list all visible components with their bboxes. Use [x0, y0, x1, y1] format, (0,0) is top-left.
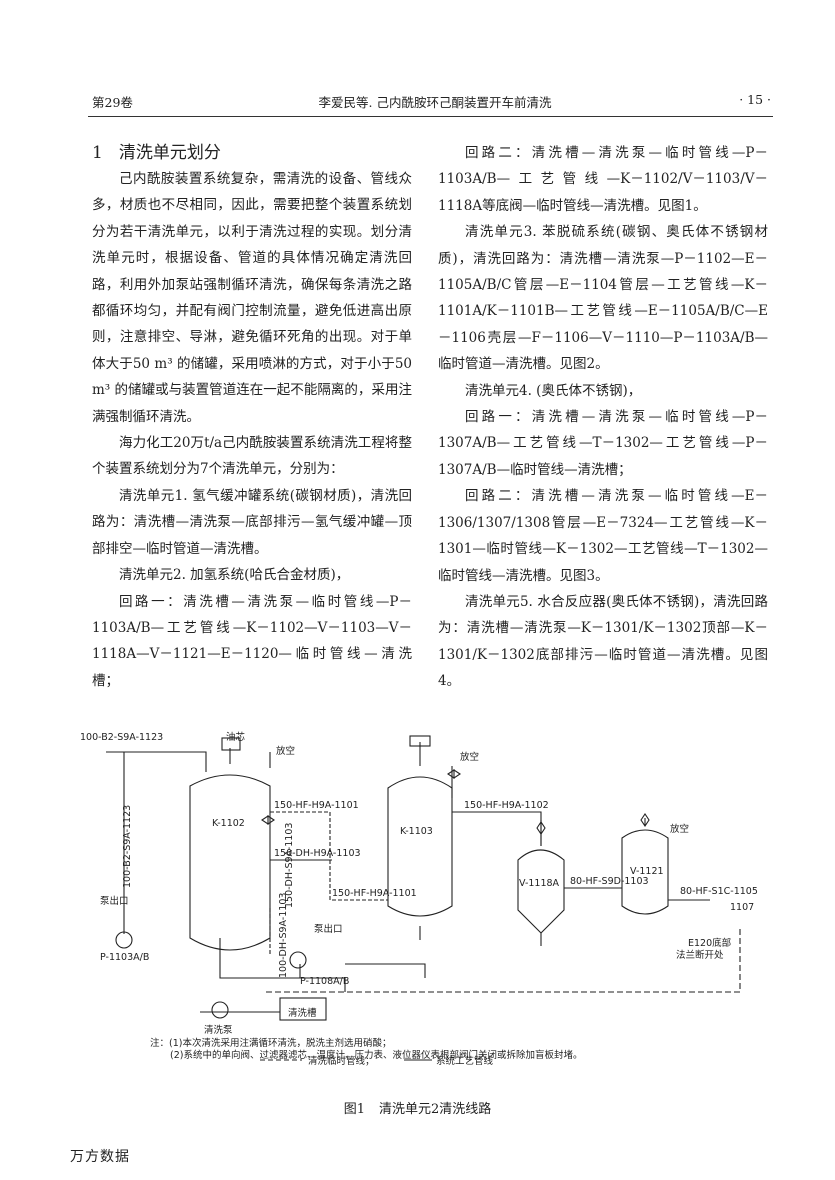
- label-pump-outlet: 泵出口: [314, 923, 343, 935]
- vent-label: 放空: [670, 823, 689, 835]
- section-title-text: 清洗单元划分: [118, 143, 221, 163]
- diagram-svg: 100-B2-S9A-1123 油芯 放空 放空 放空 K-1102 K-110…: [80, 731, 758, 1067]
- header-volume: 第29卷: [92, 95, 133, 110]
- footer-watermark: 万方数据: [70, 1149, 130, 1165]
- line-label: 80-HF-S1C-1105: [680, 886, 758, 897]
- figure-note: 注：(1)本次清洗采用注满循环清洗，脱洗主剂选用硝酸；: [150, 1037, 391, 1049]
- caption-text: 清洗单元2清洗线路: [379, 1102, 492, 1117]
- line-label: 1107: [730, 902, 754, 913]
- e120-label: E120底部: [688, 937, 731, 949]
- paragraph: 己内酰胺装置系统复杂，需清洗的设备、管线众多，材质也不尽相同，因此，需要把整个装…: [92, 171, 412, 425]
- figure-note: (2)系统中的单向阀、过滤器滤芯、温度计、压力表、液位器仪表根部阀门关闭或拆除加…: [170, 1049, 582, 1061]
- vessel-v1121: [621, 829, 669, 915]
- left-column: 1 清洗单元划分 己内酰胺装置系统复杂，需清洗的设备、管线众多，材质也不尽相同，因…: [92, 140, 412, 694]
- pump-label: P-1108A/B: [300, 976, 349, 987]
- paragraph: 回路一：清洗槽—清洗泵—临时管线—P－1307A/B—工艺管线—T－1302—工…: [438, 409, 768, 478]
- line-label: 150-HF-H9A-1102: [464, 800, 549, 811]
- vessel-label: K-1103: [400, 826, 433, 837]
- vent-label: 放空: [460, 751, 479, 763]
- paragraph: 清洗单元4. (奥氏体不锈钢)，: [465, 382, 642, 399]
- line-label: 100-DH-S9A-1103: [278, 893, 289, 978]
- label-oil-sample: 油芯: [226, 731, 246, 743]
- line-label: 80-HF-S9D-1103: [570, 876, 649, 887]
- legend-label: 系统工艺管线: [436, 1055, 494, 1067]
- vessel-k1102: [189, 774, 271, 951]
- vessel-label: V-1121: [630, 866, 664, 877]
- clean-tank-box: [279, 997, 327, 1021]
- e120-label: 法兰断开处: [676, 949, 724, 961]
- paragraph: 回路二：清洗槽—清洗泵—临时管线—P－1103A/B—工艺管线—K－1102/V…: [438, 145, 768, 214]
- vessel-label: K-1102: [212, 818, 245, 829]
- pump-icon: [211, 1001, 229, 1019]
- vessel-k1103: [387, 776, 453, 917]
- line-label: 150-DH-S9A-1103: [284, 823, 295, 908]
- line-label: 100-B2-S9A-1123: [80, 732, 163, 743]
- line-label: 150-HF-H9A-1101: [332, 888, 417, 899]
- caption-label: 图1: [343, 1102, 365, 1117]
- vessel-v1118a: [517, 849, 565, 934]
- paragraph: 清洗单元1. 氢气缓冲罐系统(碳钢材质)，清洗回路为：清洗槽—清洗泵—底部排污—…: [92, 487, 412, 557]
- clean-tank-label: 清洗槽: [288, 1007, 317, 1019]
- header-title: 李爱民等. 己内酰胺环己酮装置开车前清洗: [318, 95, 552, 110]
- line-label: 100-B2-S9A-1123: [122, 805, 133, 888]
- section-title: 1 清洗单元划分: [92, 140, 412, 166]
- line-label: 150-HF-H9A-1101: [274, 800, 359, 811]
- header-rule: [88, 116, 773, 117]
- paragraph: 清洗单元3. 苯脱硫系统(碳钢、奥氏体不锈钢材质)，清洗回路为：清洗槽—清洗泵—…: [438, 224, 768, 373]
- header-page-number: · 15 ·: [739, 92, 771, 107]
- paragraph: 清洗单元5. 水合反应器(奥氏体不锈钢)，清洗回路为：清洗槽—清洗泵—K－130…: [438, 593, 768, 690]
- clean-pump-label: 清洗泵: [204, 1024, 233, 1036]
- label-pump-outlet: 泵出口: [100, 895, 129, 907]
- right-column: 回路二：清洗槽—清洗泵—临时管线—P－1103A/B—工艺管线—K－1102/V…: [438, 140, 768, 695]
- paragraph: 清洗单元2. 加氢系统(哈氏合金材质)，: [119, 567, 350, 584]
- legend-label: 清洗临时管线；: [308, 1055, 375, 1067]
- figure-caption: 图1 清洗单元2清洗线路: [0, 1098, 835, 1117]
- process-flow-diagram: 100-B2-S9A-1123 油芯 放空 放空 放空 K-1102 K-110…: [70, 728, 770, 1068]
- paragraph: 海力化工20万t/a己内酰胺装置系统清洗工程将整个装置系统划分为7个清洗单元，分…: [92, 435, 412, 478]
- vent-label: 放空: [276, 745, 295, 757]
- line-label: 150-DH-H9A-1103: [274, 848, 361, 859]
- section-number: 1: [92, 143, 103, 163]
- pump-label: P-1103A/B: [100, 952, 149, 963]
- gauge-icon: [221, 737, 241, 751]
- pump-icon: [115, 931, 133, 949]
- vessel-label: V-1118A: [519, 878, 560, 889]
- paragraph: 回路二：清洗槽—清洗泵—临时管线—E－1306/1307/1308管层—E－73…: [438, 488, 768, 584]
- paragraph: 回路一：清洗槽—清洗泵—临时管线—P－1103A/B—工艺管线—K－1102—V…: [92, 593, 412, 689]
- pump-icon: [289, 951, 307, 969]
